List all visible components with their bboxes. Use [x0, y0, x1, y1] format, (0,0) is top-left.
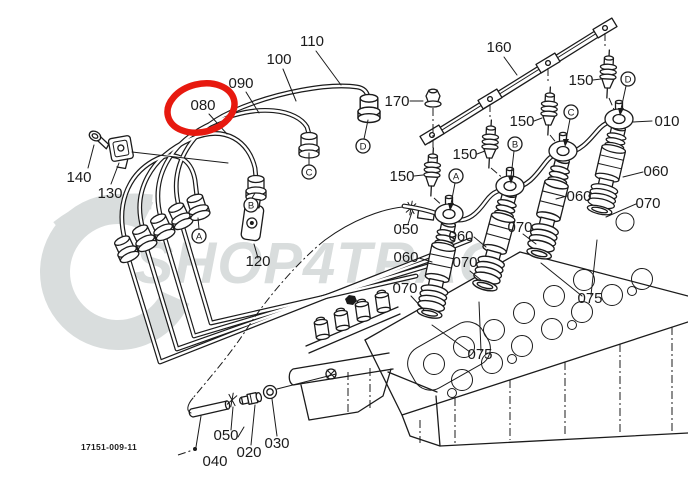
part-label-170[interactable]: 170: [384, 93, 409, 110]
connector-d-left: D: [360, 142, 367, 153]
part-label-030[interactable]: 030: [264, 435, 289, 452]
part-label-140[interactable]: 140: [66, 169, 91, 186]
part-label-040[interactable]: 040: [202, 453, 227, 470]
part-label-075-cd[interactable]: 075: [577, 290, 602, 307]
part-label-120[interactable]: 120: [245, 253, 270, 270]
connector-b-right: B: [512, 140, 518, 151]
part-label-060-a[interactable]: 060: [393, 249, 418, 266]
part-label-070-c[interactable]: 070: [507, 219, 532, 236]
part-label-060-b[interactable]: 060: [448, 228, 473, 245]
part-label-020[interactable]: 020: [236, 444, 261, 461]
cylinder-head: [364, 212, 688, 447]
part-label-130[interactable]: 130: [97, 185, 122, 202]
part-label-010[interactable]: 010: [654, 113, 679, 130]
part-label-060-c[interactable]: 060: [566, 188, 591, 205]
part-label-080[interactable]: 080: [190, 97, 215, 114]
leak-off-rail: [409, 17, 618, 210]
connector-a-right: A: [453, 172, 460, 183]
part-label-110[interactable]: 110: [300, 33, 324, 50]
connector-d-right: D: [625, 75, 632, 86]
diagram-code: 17151-009-11: [81, 442, 137, 452]
part-labels: 140 130 080 090 100 110 160 170 150 150 …: [66, 33, 679, 470]
clamp-130-part: [107, 135, 134, 170]
part-label-050-bottom[interactable]: 050: [213, 427, 238, 444]
joint-020-part: [238, 392, 263, 405]
connector-markers: A B C D A B C D: [191, 71, 636, 244]
leader-lines: [177, 50, 644, 456]
part-label-090[interactable]: 090: [228, 75, 253, 92]
injection-pipes: [110, 83, 381, 266]
part-label-150-d[interactable]: 150: [568, 72, 593, 89]
part-label-070-b[interactable]: 070: [452, 254, 477, 271]
injection-pipe-runs: [124, 218, 473, 365]
connector-c-left: C: [306, 168, 313, 179]
highlight-ellipse-080: [164, 80, 238, 136]
part-label-060-d[interactable]: 060: [643, 163, 668, 180]
injection-pump: [288, 288, 438, 421]
part-label-075-ab[interactable]: 075: [467, 346, 492, 363]
part-label-160[interactable]: 160: [486, 39, 511, 56]
leak-off-pipe-and-injectors: [401, 99, 653, 321]
part-label-070-d[interactable]: 070: [635, 195, 660, 212]
connector-a-left: A: [196, 232, 203, 243]
part-label-100[interactable]: 100: [266, 51, 291, 68]
part-label-150-a[interactable]: 150: [389, 168, 414, 185]
connector-c-right: C: [568, 108, 575, 119]
connector-b-left: B: [248, 201, 254, 212]
overflow-pipe-assembly: [187, 199, 436, 418]
part-label-150-b[interactable]: 150: [452, 146, 477, 163]
part-label-050-top[interactable]: 050: [393, 221, 418, 238]
part-label-070-a[interactable]: 070: [392, 280, 417, 297]
nut-170-part: [424, 88, 442, 108]
part-label-150-c[interactable]: 150: [509, 113, 534, 130]
